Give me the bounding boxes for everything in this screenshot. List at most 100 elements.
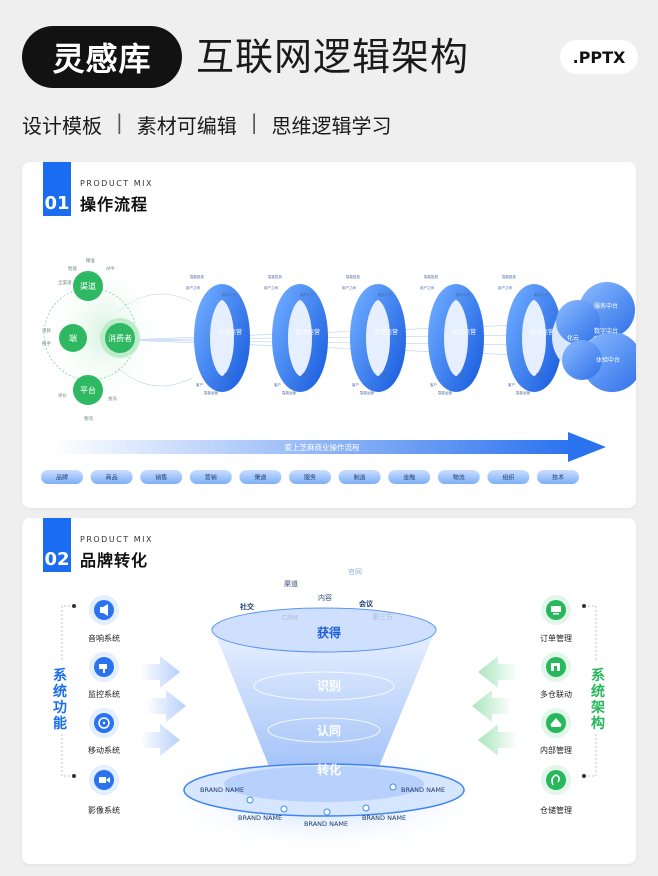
- svg-text:智能运营: 智能运营: [282, 390, 296, 395]
- section-operation-flow: 01 PRODUCT MIX 操作流程: [22, 162, 636, 508]
- tag-logic: 思维逻辑学习: [271, 114, 392, 138]
- brand-label: BRAND NAME: [304, 820, 348, 828]
- tag-separator: |: [250, 110, 258, 134]
- feature-label: 订单管理: [540, 633, 572, 643]
- brand-name: 灵感库: [52, 40, 152, 78]
- svg-text:智能运营: 智能运营: [360, 390, 374, 395]
- right-vertical-char: 统: [591, 683, 605, 700]
- feature-label: 音响系统: [88, 633, 120, 643]
- brand-label: BRAND NAME: [362, 814, 406, 822]
- cloud-platform: 化云 服务中台 数字中台 体验中台: [552, 282, 636, 392]
- funnel-stage-label: 转化: [317, 762, 341, 777]
- svg-text:用户之间: 用户之间: [498, 285, 512, 290]
- category-pill: 物流: [437, 470, 480, 484]
- page-title: 互联网逻辑架构: [196, 35, 470, 79]
- camera-icon: [89, 652, 119, 682]
- svg-text:客户: 客户: [508, 382, 515, 387]
- hub-small-label: 会员: [108, 395, 117, 402]
- video-camera-icon: [89, 765, 119, 795]
- hub-consumer-label: 消费者: [108, 333, 132, 343]
- svg-text:客户: 客户: [196, 382, 203, 387]
- svg-text:智能投放: 智能投放: [268, 274, 282, 279]
- tag-editable: 素材可编辑: [136, 114, 237, 138]
- svg-text:用户之间: 用户之间: [264, 285, 278, 290]
- consumer-hub: 渠道 端 平台 消费者 智能 精准 APP 全渠道 退款 换手 评价 物流 会员: [42, 257, 162, 422]
- svg-text:智能投放: 智能投放: [190, 274, 204, 279]
- pill-label: 物流: [453, 474, 465, 482]
- hub-small-label: 物流: [84, 415, 93, 422]
- section-number: 02: [43, 518, 71, 572]
- hub-channel-label: 渠道: [80, 281, 96, 291]
- right-vertical-char: 构: [591, 715, 605, 732]
- right-flow-arrows: [472, 656, 518, 756]
- category-pills: 品牌商品销售营销渠道服务制造金融物流组织技术: [41, 470, 579, 484]
- speaker-icon: [89, 595, 119, 625]
- svg-text:智能投放: 智能投放: [502, 274, 516, 279]
- svg-text:服务人员: 服务人员: [300, 292, 314, 297]
- pill-label: 服务: [304, 474, 316, 482]
- pill-label: 品牌: [56, 474, 68, 482]
- hub-node-consumer: [105, 323, 135, 353]
- hub-node-platform: [73, 375, 103, 405]
- svg-text:社交: 社交: [239, 602, 255, 611]
- tag-template: 设计模板: [22, 114, 102, 138]
- category-pill: 服务: [289, 470, 331, 484]
- svg-text:客户: 客户: [430, 382, 437, 387]
- order-icon: [541, 595, 571, 625]
- management-icon: [541, 708, 571, 738]
- hub-small-label: 智能: [68, 265, 77, 272]
- ring-label: 现场运营: [296, 328, 320, 336]
- category-pill: 渠道: [239, 470, 282, 484]
- svg-text:推荐: 推荐: [380, 372, 388, 377]
- svg-text:推荐: 推荐: [458, 372, 466, 377]
- pill-label: 制造: [354, 474, 366, 482]
- hub-small-label: 换手: [42, 340, 51, 347]
- hub-small-label: APP: [106, 266, 115, 272]
- pill-label: 金融: [403, 474, 415, 482]
- left-vertical-char: 统: [53, 683, 67, 700]
- feature-label: 影像系统: [88, 805, 120, 815]
- svg-text:推荐: 推荐: [224, 372, 231, 377]
- ring-stage: 现场运营 智能投放 用户之间 服务人员 推荐 客户 智能运营: [498, 274, 562, 395]
- ring-label: 现场运营: [218, 328, 242, 336]
- left-vertical-char: 能: [53, 715, 67, 732]
- svg-text:推荐: 推荐: [536, 372, 544, 377]
- left-vertical-char: 系: [53, 667, 67, 684]
- svg-text:客户: 客户: [352, 382, 359, 387]
- svg-text:服务人员: 服务人员: [456, 292, 470, 297]
- category-pill: 品牌: [41, 470, 83, 484]
- warehouse-icon: [541, 652, 571, 682]
- ring-stage: 现场运营 智能投放 用户之间 服务人员 推荐 客户 智能运营: [420, 274, 484, 395]
- hub-node-channel: [73, 271, 103, 301]
- feature-label: 多仓联动: [540, 689, 572, 699]
- svg-text:智能运营: 智能运营: [204, 390, 218, 395]
- svg-text:客户: 客户: [274, 382, 281, 387]
- brand-label: BRAND NAME: [401, 786, 445, 794]
- pill-label: 销售: [155, 474, 167, 482]
- ring-label: 现场运营: [452, 328, 476, 336]
- brand-label: BRAND NAME: [238, 814, 282, 822]
- funnel-stage-label: 认同: [317, 723, 341, 738]
- svg-text:CRM: CRM: [282, 614, 298, 622]
- storage-icon: [541, 765, 571, 795]
- brand-label: BRAND NAME: [200, 786, 244, 794]
- svg-text:智能运营: 智能运营: [438, 390, 452, 395]
- svg-text:用户之间: 用户之间: [420, 285, 434, 290]
- cloud-item-label: 体验中台: [596, 356, 620, 364]
- brand-logo-pill: 灵感库: [22, 26, 182, 88]
- svg-text:会议: 会议: [359, 599, 374, 608]
- category-pill: 金融: [388, 470, 431, 484]
- right-vertical-char: 系: [591, 667, 605, 684]
- ring-stage: 现场运营 智能投放 用户之间 服务人员 推荐 客户 智能运营: [186, 274, 250, 395]
- feature-label: 移动系统: [88, 745, 120, 755]
- process-arrow: 爱上芝麻商业操作流程: [52, 432, 606, 462]
- svg-text:服务人员: 服务人员: [378, 292, 392, 297]
- hub-small-label: 精准: [86, 257, 95, 264]
- subtitle-tags: 设计模板 | 素材可编辑 | 思维逻辑学习: [22, 110, 392, 139]
- svg-text:第三方: 第三方: [372, 612, 393, 621]
- conversion-funnel: 获得 识别 认同 转化 BRAND NAME BRAND NAME BRAND …: [154, 607, 494, 854]
- svg-text:用户之间: 用户之间: [186, 285, 200, 290]
- svg-text:智能投放: 智能投放: [346, 274, 360, 279]
- svg-text:智能运营: 智能运营: [516, 390, 530, 395]
- cloud-item-label: 数字中台: [594, 327, 618, 335]
